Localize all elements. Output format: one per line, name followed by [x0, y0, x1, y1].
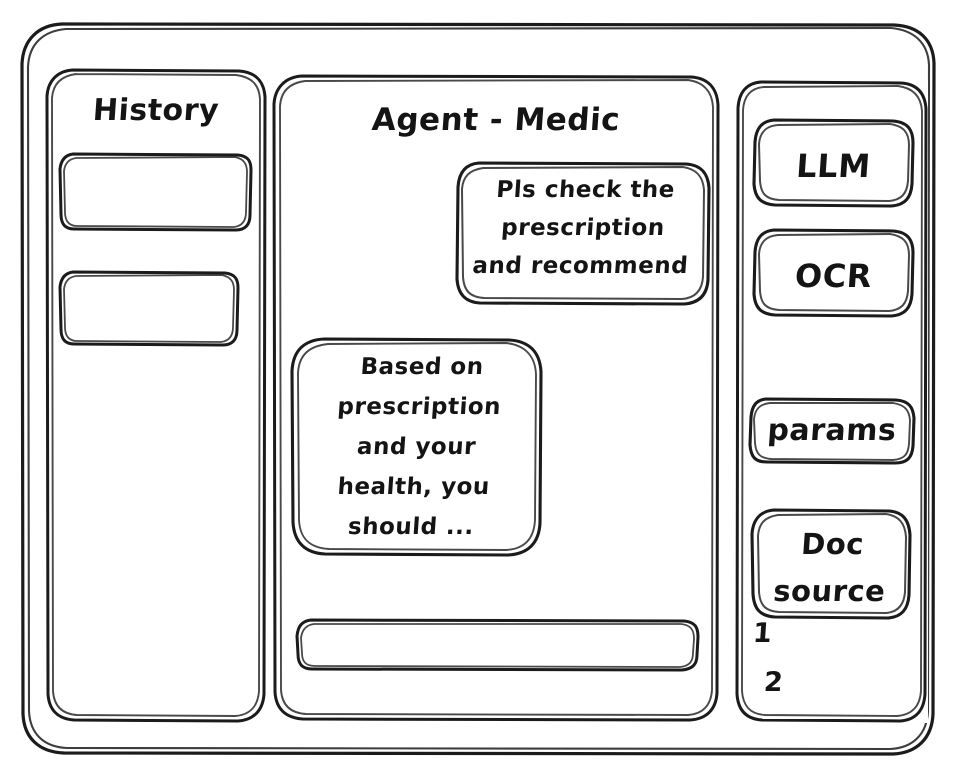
- history-item[interactable]: [58, 152, 253, 232]
- assistant-message-text: Based on prescription and your health, y…: [336, 354, 502, 540]
- tool-button-llm-label: LLM: [795, 147, 872, 185]
- tool-button-doc-source-label: Doc source: [772, 527, 887, 608]
- history-panel-title: History: [91, 93, 221, 128]
- message-input[interactable]: [295, 618, 700, 672]
- doc-reference-item[interactable]: 2: [762, 667, 785, 698]
- doc-reference-item[interactable]: 1: [751, 618, 774, 649]
- tool-button-ocr-label: OCR: [793, 257, 874, 295]
- user-message-text: Pls check the prescription and recommend: [471, 177, 690, 279]
- agent-panel-title: Agent - Medic: [370, 102, 622, 138]
- tool-button-params-label: params: [766, 413, 898, 448]
- history-item[interactable]: [58, 270, 240, 347]
